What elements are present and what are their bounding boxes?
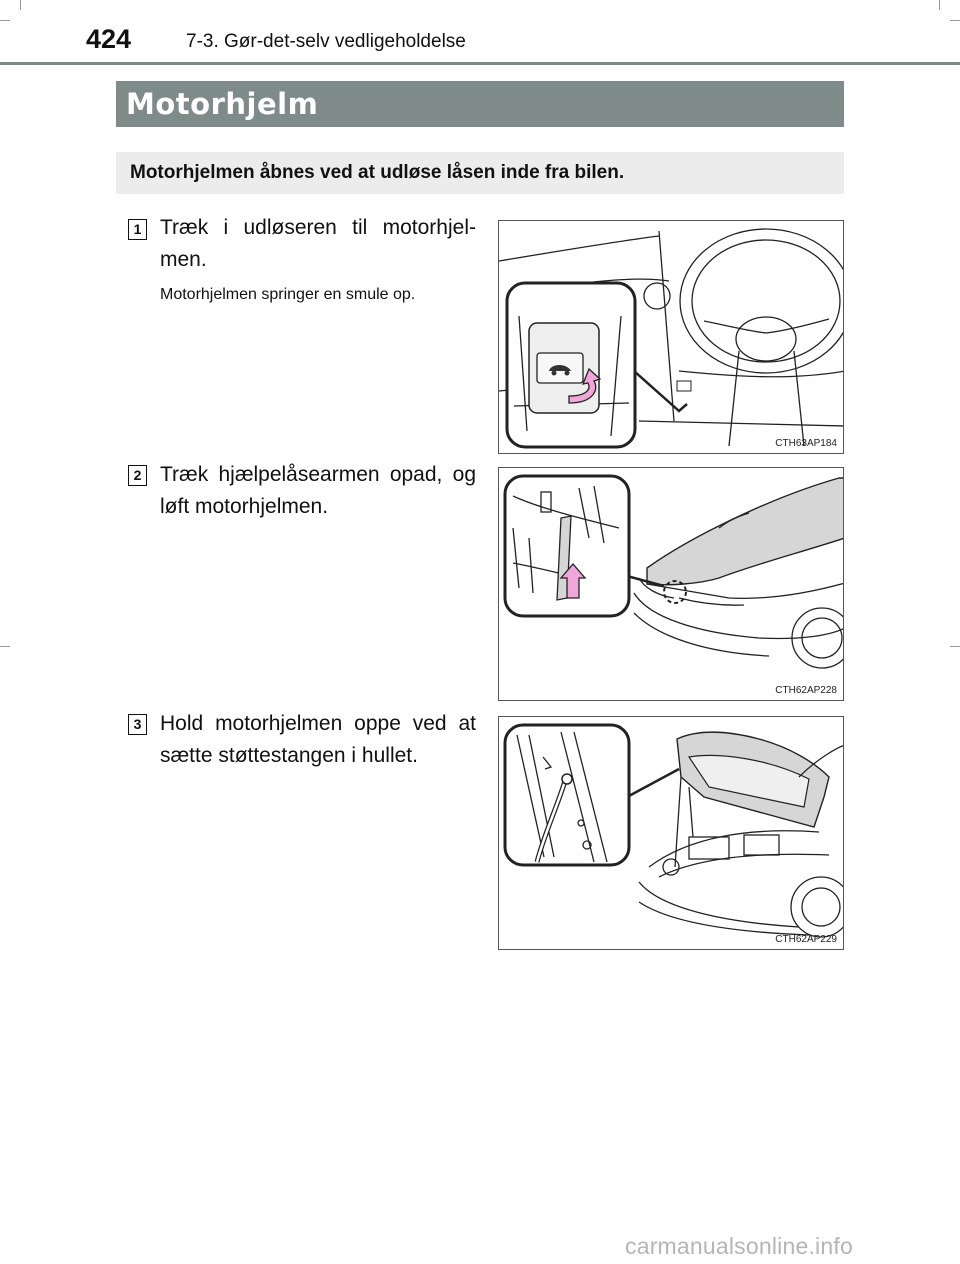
page-number: 424 xyxy=(86,24,132,54)
figure-support-rod: CTH62AP229 xyxy=(498,716,844,950)
figure-auxiliary-catch: CTH62AP228 xyxy=(498,467,844,701)
hood-release-illustration xyxy=(499,228,843,449)
figure-code: CTH62AP229 xyxy=(775,934,837,945)
intro-text: Motorhjelmen åbnes ved at udløse låsen i… xyxy=(116,152,844,194)
crop-mark xyxy=(20,0,21,10)
figure-hood-release: CTH63AP184 xyxy=(498,220,844,454)
crop-mark xyxy=(0,20,10,21)
crop-mark xyxy=(950,20,960,21)
crop-mark xyxy=(0,646,10,647)
step-instruction: Hold motorhjelmen oppe ved at sætte støt… xyxy=(160,712,476,767)
page-title: Motorhjelm xyxy=(116,81,844,127)
step-instruction: Træk hjælpelåsearmen opad, og løft motor… xyxy=(160,463,476,518)
auxiliary-catch-illustration xyxy=(503,474,843,669)
step-number-badge: 1 xyxy=(128,219,147,240)
support-rod-illustration xyxy=(503,723,843,938)
step-number-badge: 3 xyxy=(128,714,147,735)
step-note: Motorhjelmen springer en smule op. xyxy=(160,286,416,303)
header-rule xyxy=(0,62,960,65)
crop-mark xyxy=(939,0,940,10)
step-instruction: Træk i udløseren til motorhjel-men. xyxy=(160,216,476,271)
section-heading: 7-3. Gør-det-selv vedligeholdelse xyxy=(186,31,466,52)
figure-code: CTH63AP184 xyxy=(775,438,837,449)
crop-mark xyxy=(950,646,960,647)
figure-code: CTH62AP228 xyxy=(775,685,837,696)
step-number-badge: 2 xyxy=(128,465,147,486)
watermark: carmanualsonline.info xyxy=(625,1233,853,1259)
